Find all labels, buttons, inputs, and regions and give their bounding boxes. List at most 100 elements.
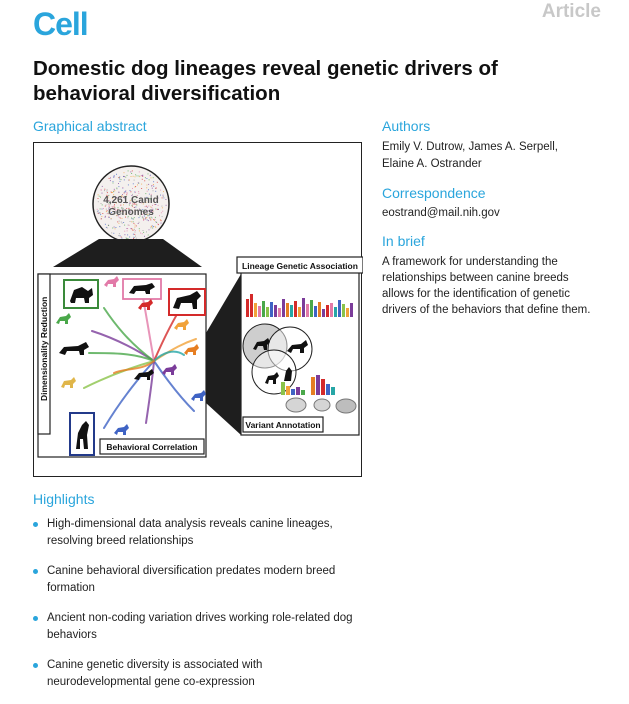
genome-speckle [125, 176, 127, 178]
genome-speckle [157, 223, 159, 225]
genome-speckle [128, 179, 130, 181]
genome-speckle [106, 194, 108, 196]
highlight-item: Canine behavioral diversification predat… [33, 563, 373, 597]
genome-speckle [104, 215, 106, 217]
genome-speckle [100, 214, 102, 216]
genome-speckle [98, 212, 100, 214]
genome-speckle [112, 182, 114, 184]
scattered-dog-icons [56, 276, 206, 435]
genome-speckle [141, 188, 143, 189]
genome-speckle [121, 217, 123, 219]
genome-speckle [141, 216, 143, 218]
genome-speckle [114, 201, 116, 203]
bullet-icon [33, 616, 38, 621]
genome-speckle [123, 179, 125, 181]
genome-speckle [123, 211, 125, 213]
genome-speckle [121, 196, 123, 198]
genome-speckle [131, 170, 133, 172]
genome-speckle [135, 203, 137, 205]
genome-speckle [134, 233, 136, 235]
authors-line-2: Elaine A. Ostrander [382, 158, 482, 170]
highlights-heading: Highlights [33, 491, 95, 507]
dim-reduction-label: Dimensionality Reduction [39, 297, 49, 401]
genome-speckle [113, 176, 115, 178]
genome-speckle [146, 190, 148, 192]
genome-speckle [142, 210, 144, 212]
genome-speckle [148, 229, 150, 231]
highlights-list: High-dimensional data analysis reveals c… [33, 516, 373, 691]
genome-speckle [108, 216, 110, 218]
genome-speckle [101, 216, 103, 217]
genome-speckle [154, 225, 156, 227]
genome-speckle [126, 174, 128, 176]
genome-speckle [123, 192, 125, 194]
genome-speckle [138, 192, 140, 194]
genome-speckle [118, 177, 120, 179]
venn-dog-icon-3 [265, 372, 279, 384]
highlight-line-1: Ancient non-coding variation drives work… [47, 612, 353, 624]
genome-speckle [142, 203, 144, 205]
genome-speckle [135, 195, 137, 197]
genome-speckle [112, 227, 114, 229]
genome-speckle [115, 209, 117, 211]
genome-speckle [129, 211, 131, 213]
genome-speckle [100, 196, 101, 198]
genome-speckle [160, 212, 162, 214]
genome-speckle [160, 189, 162, 191]
genome-speckle [97, 210, 99, 212]
genome-speckle [124, 224, 126, 226]
genome-speckle [127, 228, 129, 230]
genome-speckle [132, 193, 133, 195]
genome-speckle [140, 232, 141, 234]
genome-speckle [143, 210, 145, 211]
genome-speckle [104, 190, 105, 192]
genome-speckle [145, 217, 147, 219]
genome-speckle [130, 228, 132, 230]
genome-speckle [113, 191, 115, 193]
genome-speckle [132, 218, 134, 220]
genome-speckle [132, 198, 134, 200]
genome-speckle [120, 196, 122, 198]
genome-speckle [162, 196, 164, 197]
genome-speckle [108, 211, 110, 213]
genome-speckle [100, 218, 102, 220]
genome-speckle [105, 226, 107, 228]
genome-speckle [118, 220, 120, 222]
genome-speckle [161, 216, 163, 218]
genome-speckle [149, 198, 151, 199]
genome-speckle [127, 217, 129, 219]
highlight-line-2: neurodevelopmental gene co-expression [47, 676, 255, 688]
genome-speckle [150, 177, 152, 179]
genome-speckle [152, 204, 153, 206]
genome-speckle [127, 238, 129, 239]
correspondence-email[interactable]: eostrand@mail.nih.gov [382, 207, 500, 219]
genome-speckle [145, 193, 147, 195]
expression-bars [281, 375, 335, 395]
genome-speckle [99, 212, 101, 213]
genome-speckle [108, 213, 110, 215]
genome-speckle [160, 220, 162, 222]
genome-speckle [153, 185, 155, 187]
genome-speckle [150, 210, 152, 212]
genome-speckle [157, 197, 159, 199]
genome-speckle [150, 174, 151, 176]
genome-speckle [101, 192, 103, 194]
genome-speckle [119, 217, 121, 219]
genome-speckle [135, 191, 136, 193]
genome-speckle [113, 176, 114, 178]
genome-speckle [148, 183, 150, 185]
genome-speckle [119, 226, 121, 228]
genome-speckle [113, 199, 114, 201]
genome-speckle [127, 224, 129, 226]
genome-speckle [117, 207, 119, 209]
genome-speckle [116, 188, 118, 190]
green-box-dog-icon [70, 287, 93, 303]
genome-speckle [108, 205, 110, 207]
genome-speckle [143, 211, 145, 213]
genome-speckle [138, 217, 140, 219]
genome-speckle [150, 227, 152, 229]
genome-speckle [162, 194, 164, 196]
genome-speckle [153, 184, 154, 185]
genome-speckle [131, 217, 132, 219]
genome-speckle [132, 221, 134, 223]
